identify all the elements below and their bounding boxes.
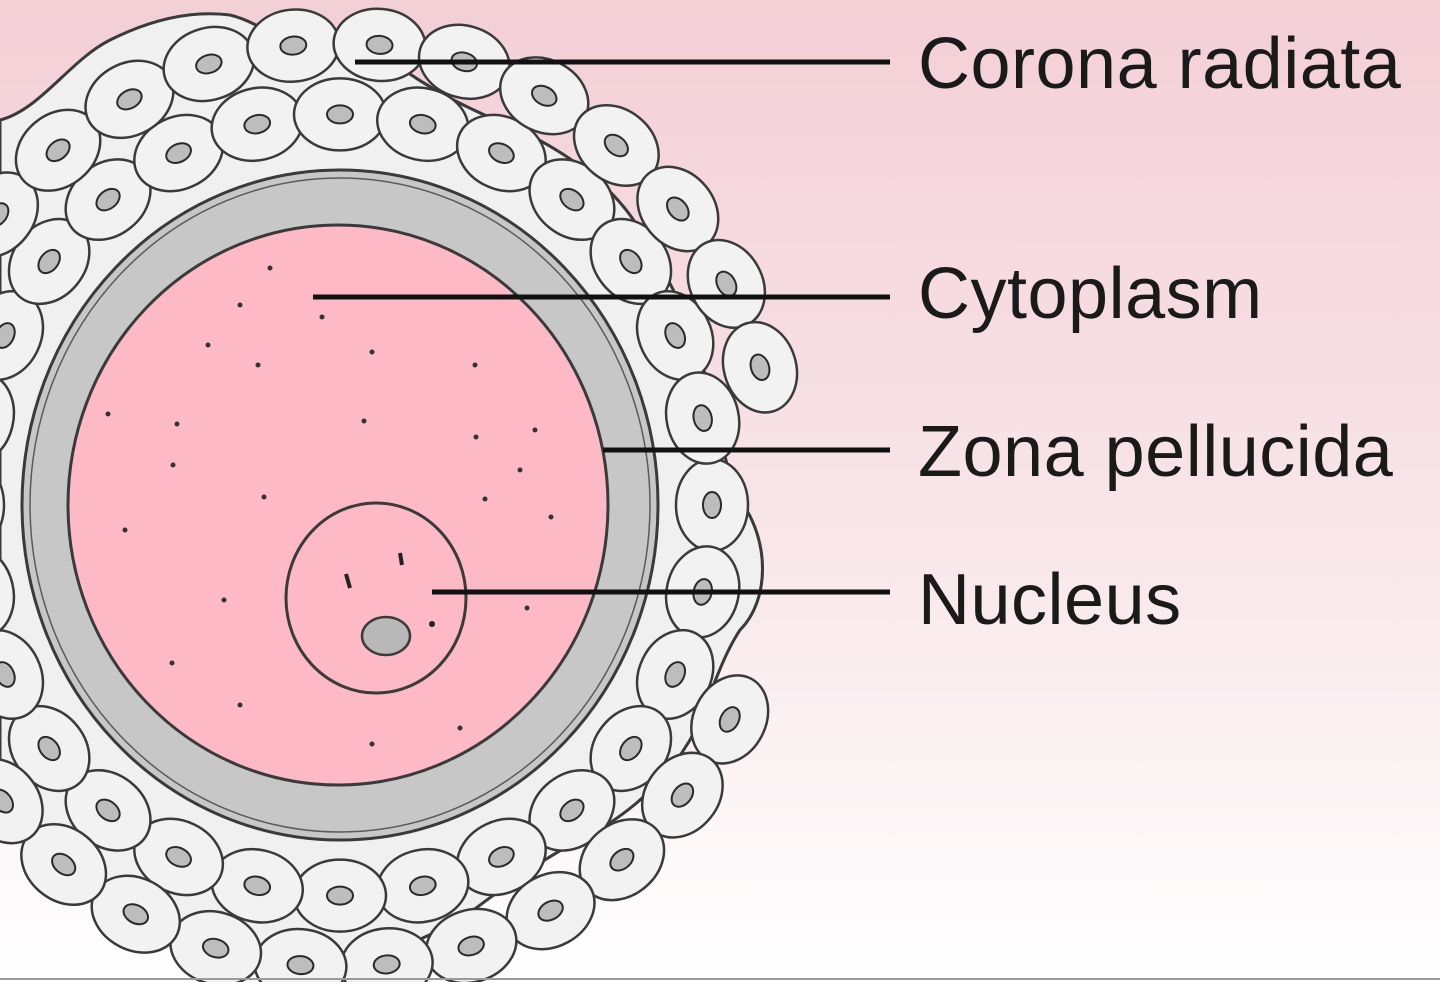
nucleus [284,501,468,695]
cytoplasm-granules [105,265,554,747]
corona-cell-nucleus [537,899,564,922]
corona-radiata-cells [0,7,799,982]
cytoplasm [66,223,610,787]
chromatin-mark-3 [429,621,435,627]
corona-cell-nucleus [0,788,14,814]
cytoplasm-granule [105,411,111,417]
corona-cell-nucleus [165,142,192,164]
cytoplasm-granule [237,302,243,308]
corona-cell-nucleus [664,661,687,688]
zona-inner-line [29,177,651,833]
corona-cell-nucleus [122,903,150,926]
corona-cell-nucleus [165,846,192,868]
cytoplasm-granule [221,597,227,603]
corona-cell-nucleus [530,84,558,107]
corona-cell-nucleus [619,735,643,762]
corona-cell-nucleus [372,954,401,975]
corona-cell-nucleus [619,248,643,275]
chromatin-mark-1 [344,573,352,589]
corona-cell-nucleus [95,798,121,823]
corona-cell-nucleus [0,661,16,688]
cytoplasm-granule [319,314,325,320]
label-cytoplasm: Cytoplasm [918,254,1263,334]
corona-cell-nucleus [692,404,713,432]
cytoplasm-granule [267,265,273,271]
chromatin-mark-2 [398,552,404,566]
cytoplasm-granule [472,362,478,368]
corona-cell-nucleus [603,133,629,158]
corona-cell-nucleus [326,104,354,125]
cytoplasm-granule [170,462,176,468]
corona-cell-nucleus [286,955,315,976]
corona-cell-nucleus [95,187,121,212]
corona-cell-nucleus [195,53,223,75]
corona-cell-nucleus [718,706,741,733]
cytoplasm-granule [524,605,530,611]
cytoplasm-granule [532,427,538,433]
bottom-border [0,978,1440,980]
corona-cell-nucleus [408,875,437,897]
corona-cell [0,545,16,639]
corona-cell-nucleus [664,322,687,349]
corona-cell-nucleus [0,202,10,228]
cytoplasm-granule [457,725,463,731]
corona-cell-nucleus [45,138,71,163]
corona-cell-nucleus [457,935,485,957]
corona-cell-nucleus [243,875,272,897]
corona-cell-nucleus [670,782,695,808]
corona-cell-nucleus [243,113,272,135]
corona-cell-nucleus [559,798,585,823]
label-corona-radiata: Corona radiata [918,24,1402,104]
cytoplasm-granule [369,741,375,747]
corona-cell-nucleus [116,88,143,111]
cytoplasm-granule [169,660,175,666]
cytoplasm-granule [361,418,367,424]
corona-cell-nucleus [488,142,515,164]
cytoplasm-granule [369,349,375,355]
corona-cell-nucleus [365,34,394,55]
corona-cell-nucleus [37,735,61,762]
corona-cell-nucleus [609,847,635,872]
corona-cell-nucleus [702,491,722,519]
corona-cell-nucleus [37,248,61,275]
corona-cell-nucleus [408,113,437,135]
corona-cell-nucleus [0,322,16,349]
cytoplasm-granule [261,494,267,500]
cytoplasm-granule [548,514,554,520]
cytoplasm-granule [482,496,488,502]
corona-cell-nucleus [749,353,771,381]
cytoplasm-granule [255,362,261,368]
cytoplasm-granule [122,527,128,533]
label-zona-pellucida: Zona pellucida [918,412,1394,492]
corona-cell-nucleus [279,35,308,56]
corona-cell-nucleus [559,187,585,212]
nucleolus [360,615,412,657]
corona-cell-nucleus [51,852,77,877]
corona-cell-nucleus [201,937,230,959]
corona-cell-nucleus [666,196,690,222]
cytoplasm-granule [174,421,180,427]
label-nucleus: Nucleus [918,560,1182,640]
cytoplasm-granule [473,434,479,440]
corona-cell-nucleus [488,846,515,868]
corona-cell [0,371,16,465]
corona-cell-nucleus [326,885,354,906]
cytoplasm-granule [205,342,211,348]
cytoplasm-granule [517,467,523,473]
corona-cell [0,457,6,553]
cytoplasm-granule [237,702,243,708]
